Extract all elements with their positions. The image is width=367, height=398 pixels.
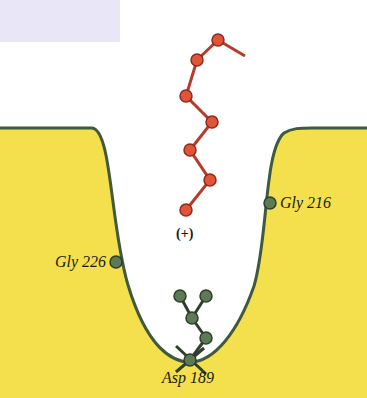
enzyme-surface — [0, 128, 367, 398]
gly226-atom — [110, 256, 122, 268]
lys-atoms — [180, 34, 224, 216]
residue-label: Gly 226 — [55, 253, 106, 271]
gly216-atom — [264, 197, 276, 209]
pocket-outline — [0, 128, 367, 362]
asp-atoms — [174, 290, 212, 366]
corner-tint — [0, 0, 120, 42]
residue-label: Asp 189 — [162, 369, 214, 387]
residue-label: Gly 216 — [280, 194, 331, 212]
lys-bonds — [186, 40, 245, 210]
charge-label: (+) — [176, 226, 193, 241]
